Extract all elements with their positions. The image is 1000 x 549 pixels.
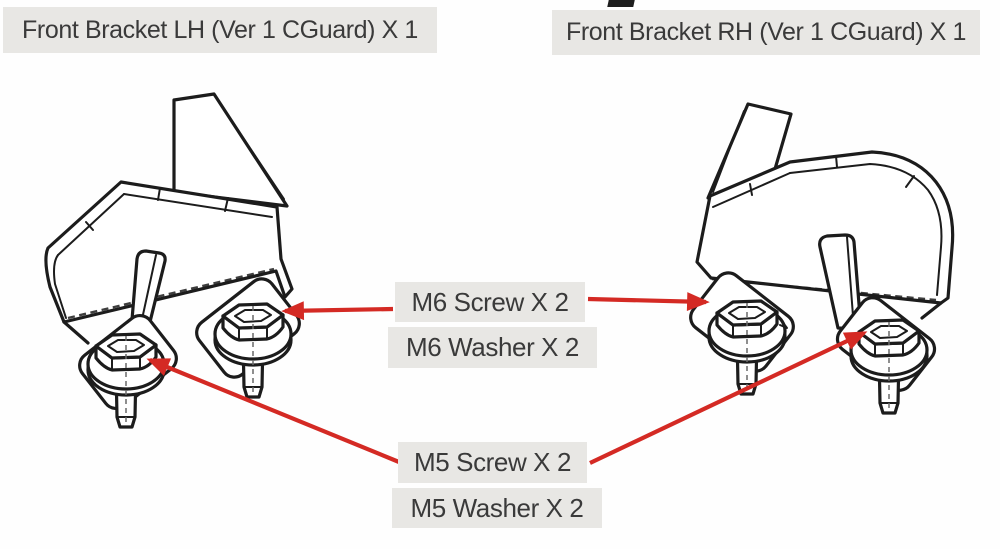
lh-body [44,180,294,324]
rh-bend-line [711,277,937,302]
callout-m5-washer: M5 Washer X 2 [392,488,602,528]
front-bracket-rh-label: Front Bracket RH (Ver 1 CGuard) X 1 [552,10,980,55]
callout-m6-screw: M6 Screw X 2 [395,282,585,322]
callout-arrows [146,292,868,465]
top-edge-artifact [607,0,635,7]
m6-arrow-right [587,292,710,311]
rh-body [695,150,955,305]
lh-bend-line [67,267,275,320]
callout-m6-washer: M6 Washer X 2 [388,327,597,368]
lh-fin [172,92,289,208]
callout-m5-screw: M5 Screw X 2 [398,442,587,483]
rh-m6-screw [707,299,787,396]
m6-arrow-left [281,301,394,321]
rh-pen-mark [774,311,788,329]
front-bracket-lh-label: Front Bracket LH (Ver 1 CGuard) X 1 [3,7,437,53]
rh-prong [818,233,863,331]
left-bracket-drawing [44,92,301,429]
m5-arrow-left [146,358,400,464]
m5-arrow-right [589,331,868,465]
right-bracket-drawing [689,102,955,415]
lh-m6-screw [213,302,293,399]
lh-m5-screw [86,332,166,429]
